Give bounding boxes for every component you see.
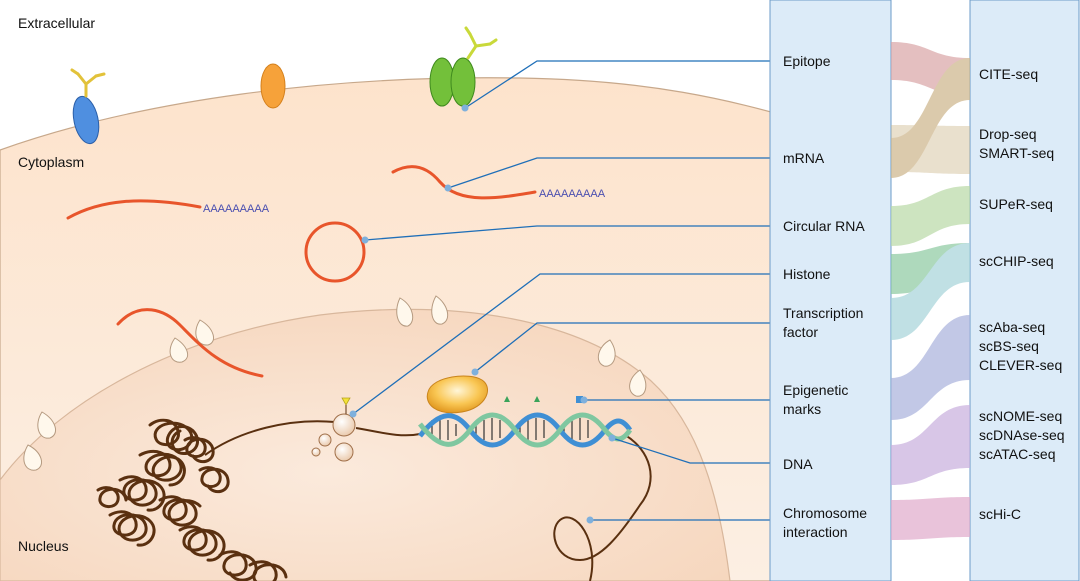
tech-scatac-seq: scATAC-seq [979, 446, 1056, 462]
target-dna: DNA [783, 456, 813, 472]
polya-tail-left: AAAAAAAAA [203, 203, 270, 215]
target-circular-rna: Circular RNA [783, 218, 865, 234]
technologies-panel [969, 0, 1080, 581]
leader-dots [349, 104, 616, 524]
nucleosomes [311, 413, 356, 462]
linker-dna [204, 420, 652, 581]
tech-scbs-seq: scBS-seq [979, 338, 1039, 354]
target-chromosome-interaction-line2: interaction [783, 524, 848, 540]
receptor-green [429, 26, 498, 107]
tech-clever-seq: CLEVER-seq [979, 357, 1062, 373]
epigenetic-mark-icons [504, 396, 583, 403]
flow-bands [891, 42, 970, 540]
target-labels: Epitope mRNA Circular RNA Histone Transc… [783, 53, 867, 540]
antibody-icon-left [70, 68, 106, 98]
technology-labels: CITE-seq Drop-seq SMART-seq SUPeR-seq sc… [979, 66, 1065, 522]
chromatin-fiber [96, 418, 288, 581]
tech-cite-seq: CITE-seq [979, 66, 1038, 82]
target-histone: Histone [783, 266, 831, 282]
tech-scchip-seq: scCHIP-seq [979, 253, 1054, 269]
tech-smart-seq: SMART-seq [979, 145, 1054, 161]
nuclear-pores [23, 295, 647, 471]
circular-rna [304, 221, 366, 283]
target-epigenetic-marks-line1: Epigenetic [783, 382, 848, 398]
protein-orange [260, 63, 286, 109]
mrna-nuclear-export [116, 308, 264, 378]
tech-schi-c: scHi-C [979, 506, 1021, 522]
polya-tail-right: AAAAAAAAA [539, 188, 606, 200]
target-mrna: mRNA [783, 150, 825, 166]
leader-lines [352, 60, 770, 521]
label-nucleus: Nucleus [18, 538, 69, 554]
target-transcription-factor-line1: Transcription [783, 305, 863, 321]
receptor-blue [70, 68, 106, 145]
tech-drop-seq: Drop-seq [979, 126, 1037, 142]
tech-scnome-seq: scNOME-seq [979, 408, 1062, 424]
histone-mark-icon [341, 397, 351, 414]
antibody-icon-right [464, 26, 498, 60]
mrna-left: AAAAAAAAA [66, 199, 270, 220]
label-cytoplasm: Cytoplasm [18, 154, 84, 170]
target-transcription-factor-line2: factor [783, 324, 818, 340]
mrna-right: AAAAAAAAA [391, 165, 606, 200]
target-chromosome-interaction-line1: Chromosome [783, 505, 867, 521]
nucleus-region [0, 308, 731, 581]
dna-helix [418, 412, 633, 448]
tech-scaba-seq: scAba-seq [979, 319, 1045, 335]
target-epitope: Epitope [783, 53, 831, 69]
tech-super-seq: SUPeR-seq [979, 196, 1053, 212]
transcription-factor [426, 375, 488, 414]
targets-panel [769, 0, 892, 581]
tech-scdnase-seq: scDNAse-seq [979, 427, 1065, 443]
label-extracellular: Extracellular [18, 15, 95, 31]
target-epigenetic-marks-line2: marks [783, 401, 821, 417]
